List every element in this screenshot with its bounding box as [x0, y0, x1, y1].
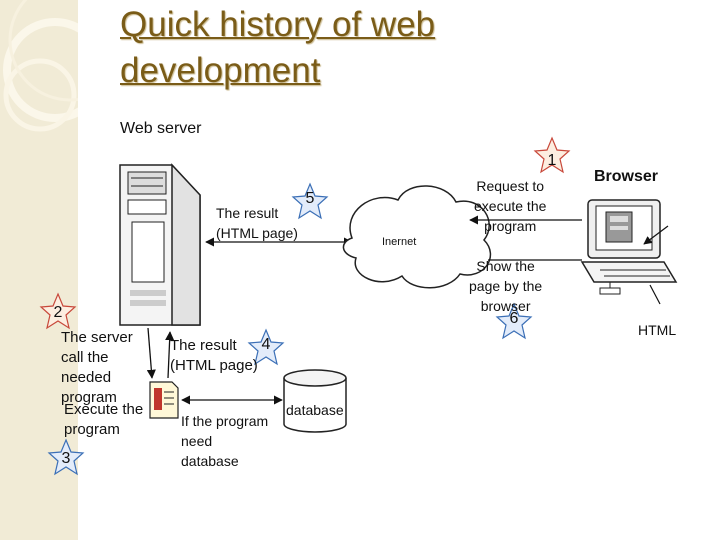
browser-computer-icon [580, 199, 678, 295]
step-1-number: 1 [547, 152, 557, 169]
db-note-line1: If the program [181, 413, 269, 429]
star-1-icon [533, 136, 571, 174]
step-4-line2: (HTML page) [170, 357, 258, 374]
html-pointer-line [649, 284, 661, 305]
step-4-number: 4 [261, 336, 271, 353]
step-3-text: Execute the program [64, 400, 143, 440]
web-server-label: Web server [120, 120, 202, 137]
server-tower-icon [119, 163, 201, 326]
call-program-arrow [146, 327, 156, 379]
star-5-icon [291, 182, 329, 220]
step-5-number: 5 [305, 190, 315, 207]
step-6-text: Show the page by the browser [469, 256, 542, 316]
step-3-line2: program [64, 421, 120, 438]
step-5-text: The result (HTML page) [216, 203, 298, 243]
database-icon [283, 369, 347, 433]
step-1-line3: program [484, 218, 537, 234]
db-note-line2: need [181, 433, 213, 449]
star-4-icon [247, 328, 285, 366]
star-6-icon [495, 302, 533, 340]
step-4-line1: The result [170, 337, 237, 354]
slide-title-line1: Quick history of web [120, 5, 436, 44]
step-3-line1: Execute the [64, 401, 144, 418]
database-label: database [286, 402, 344, 418]
step-2-number: 2 [53, 304, 63, 321]
db-note-text: If the program need database [181, 411, 268, 471]
script-file-icon [149, 381, 179, 419]
step-2-line3: needed [61, 369, 112, 386]
step-1-text: Request to execute the program [474, 176, 546, 236]
step-1-line1: Request to [476, 178, 545, 194]
slide-title: Quick history of web development [120, 2, 640, 94]
browser-label: Browser [594, 168, 659, 185]
step-2-line2: call the [61, 349, 109, 366]
step-2-text: The server call the needed program [61, 328, 133, 408]
slide-title-line2: development [120, 51, 321, 90]
result-arrow-4 [165, 331, 175, 379]
star-2-icon [39, 292, 77, 330]
step-6-line2: page by the [469, 278, 543, 294]
star-3-icon [47, 438, 85, 476]
step-2-line4: program [61, 389, 117, 406]
step-5-line1: The result [216, 205, 279, 221]
decorative-sidebar [0, 0, 78, 540]
html-label: HTML [638, 322, 677, 338]
step-6-line1: Show the [476, 258, 535, 274]
step-6-line3: browser [480, 298, 531, 314]
step-3-number: 3 [61, 450, 71, 467]
step-5-line2: (HTML page) [216, 225, 298, 241]
step-1-line2: execute the [474, 198, 547, 214]
step-6-number: 6 [509, 310, 519, 327]
internet-label: Inernet [382, 236, 417, 248]
internet-cloud-icon [342, 185, 491, 289]
swirl-decoration [3, 0, 78, 132]
step-4-text: The result (HTML page) [170, 336, 258, 376]
step-2-line1: The server [61, 329, 133, 346]
db-note-line3: database [181, 453, 239, 469]
